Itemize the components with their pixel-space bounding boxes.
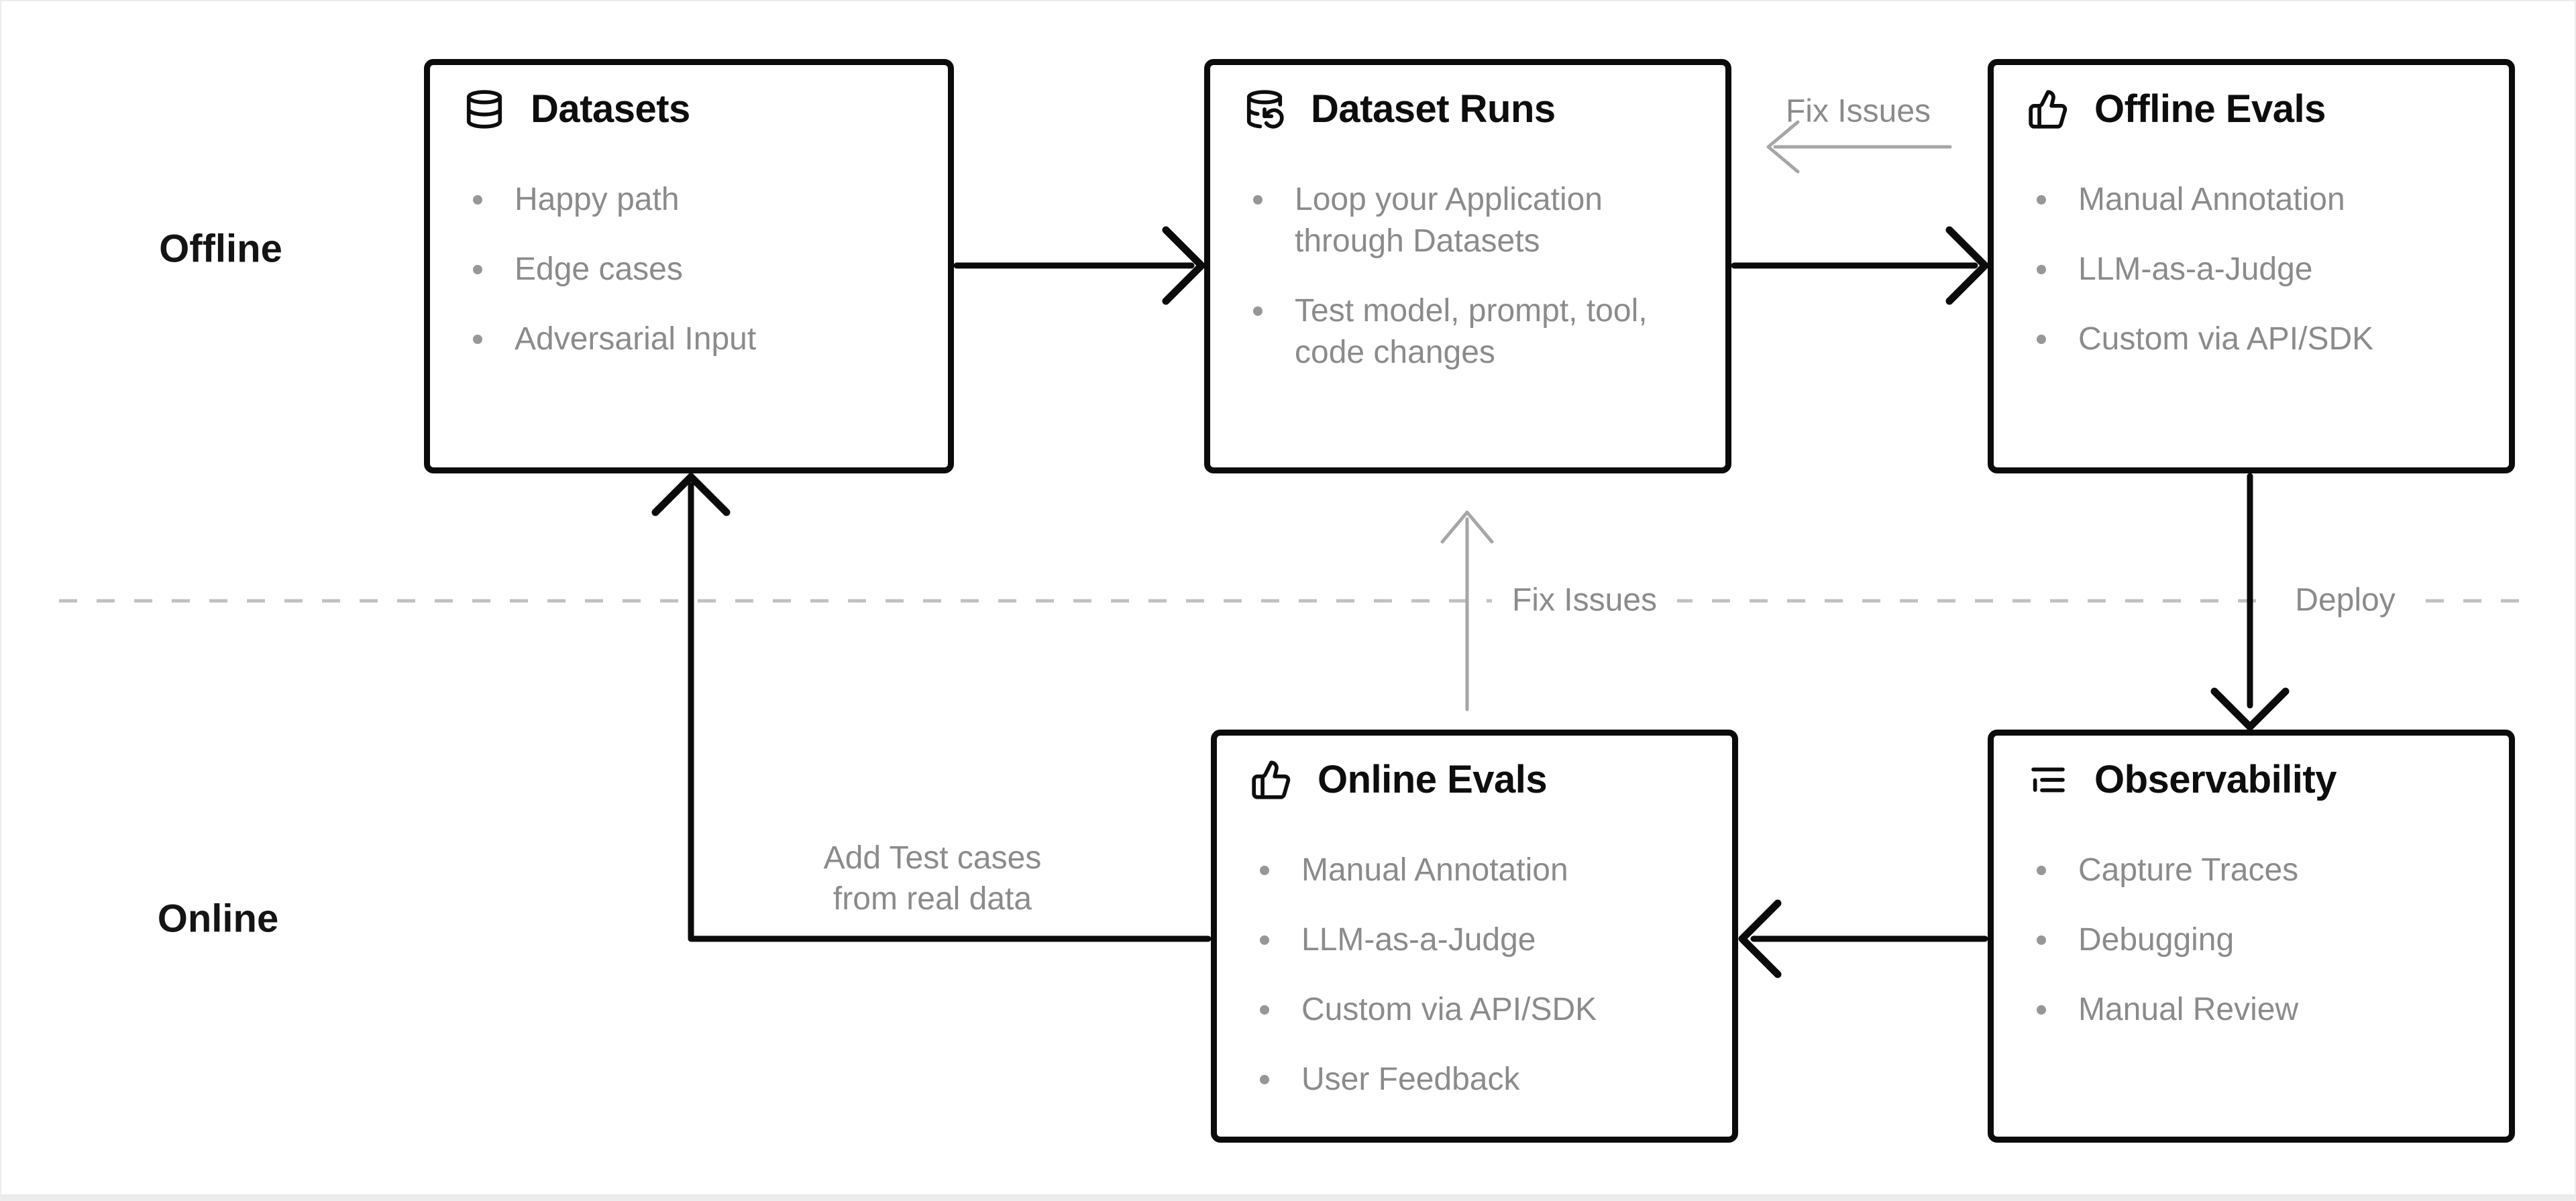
box-online-evals-title: Online Evals	[1318, 758, 1548, 801]
bullet-item: Loop your Application through Datasets	[1253, 179, 1696, 262]
bottom-edge-strip	[1, 1194, 2575, 1200]
box-offline-evals-header: Offline Evals	[2027, 88, 2479, 131]
box-datasets-header: Datasets	[464, 88, 918, 131]
fix-issues-middle-label: Fix Issues	[1491, 575, 1678, 625]
bullet-item: Manual Annotation	[1260, 850, 1703, 891]
database-backup-icon	[1244, 89, 1285, 130]
arrow-observability-to-online-evals	[1738, 899, 1988, 978]
box-offline-evals-title: Offline Evals	[2094, 87, 2326, 131]
bullet-item: Edge cases	[473, 249, 918, 290]
fix-issues-top-label: Fix Issues	[1785, 93, 1931, 129]
arrow-offline-evals-to-observability	[2210, 473, 2290, 731]
bullet-item: LLM-as-a-Judge	[1260, 919, 1703, 961]
bullet-item: Happy path	[473, 179, 918, 221]
add-test-cases-label: Add Test cases from real data	[823, 840, 1042, 917]
database-icon	[464, 89, 505, 130]
box-dataset-runs: Dataset Runs Loop your Application throu…	[1204, 59, 1731, 473]
box-observability-header: Observability	[2027, 758, 2479, 801]
box-online-evals-header: Online Evals	[1250, 758, 1703, 801]
thumbs-up-icon	[2027, 89, 2069, 130]
arrow-fix-issues-top	[1766, 120, 1952, 174]
lane-label-offline: Offline	[159, 227, 282, 271]
arrow-fix-issues-middle	[1440, 510, 1494, 711]
thumbs-up-icon	[1250, 759, 1292, 801]
arrow-datasets-to-dataset-runs	[953, 226, 1205, 305]
bullet-item: Test model, prompt, tool, code changes	[1253, 290, 1696, 374]
bullet-item: Capture Traces	[2037, 850, 2479, 891]
list-tree-icon	[2027, 759, 2069, 801]
lane-label-online: Online	[157, 897, 279, 941]
bullet-item: Debugging	[2037, 919, 2479, 961]
bullet-item: User Feedback	[1260, 1059, 1703, 1100]
box-dataset-runs-title: Dataset Runs	[1311, 87, 1556, 131]
box-dataset-runs-header: Dataset Runs	[1244, 88, 1696, 131]
bullet-item: Custom via API/SDK	[2037, 319, 2479, 360]
arrow-online-evals-to-datasets	[651, 473, 1212, 942]
bullet-item: LLM-as-a-Judge	[2037, 249, 2479, 290]
bullet-item: Adversarial Input	[473, 319, 918, 360]
deploy-label: Deploy	[2275, 575, 2416, 625]
bullet-item: Custom via API/SDK	[1260, 989, 1703, 1031]
arrow-dataset-runs-to-offline-evals	[1731, 226, 1989, 305]
box-datasets-title: Datasets	[531, 87, 690, 131]
bullet-item: Manual Annotation	[2037, 179, 2479, 221]
box-observability-title: Observability	[2094, 758, 2337, 801]
bullet-item: Manual Review	[2037, 989, 2479, 1031]
